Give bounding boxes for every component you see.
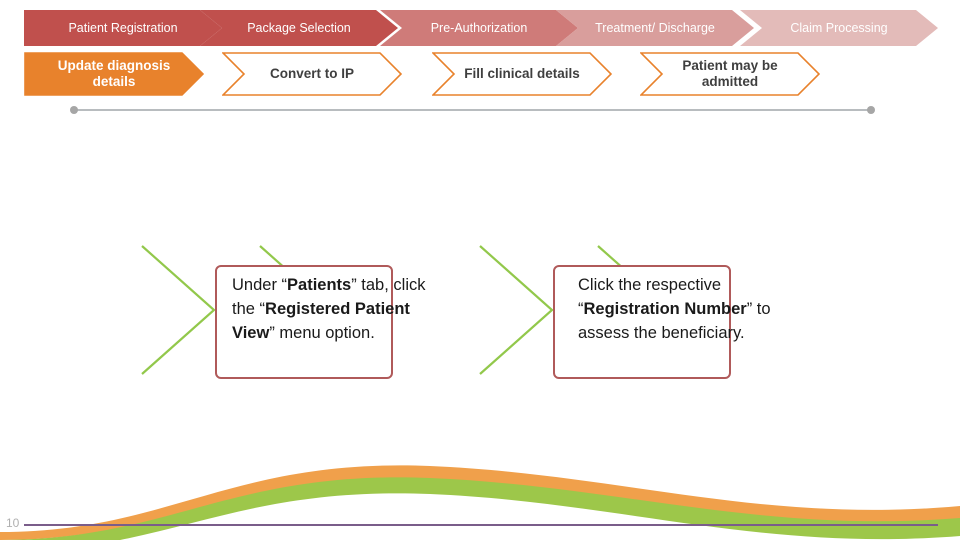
chevron-shape-icon	[24, 52, 204, 96]
process-step-label: Pre-Authorization	[430, 20, 528, 35]
process-step-pre-authorization[interactable]: Pre-Authorization	[380, 10, 578, 46]
process-step-treatment-discharge[interactable]: Treatment/ Discharge	[556, 10, 754, 46]
connector-dot-right	[867, 106, 875, 114]
callout-chevron-icon	[479, 245, 731, 379]
callout-text-part: ” menu option.	[269, 323, 375, 342]
callout-text-part: Click the respective “	[578, 276, 722, 319]
connector-dot-left	[70, 106, 78, 114]
timeline-connector	[70, 106, 875, 114]
page-number: 10	[6, 516, 20, 530]
callout-registered-patient-view[interactable]: Under “Patients” tab, click the “Registe…	[132, 240, 474, 380]
process-step-claim-processing[interactable]: Claim Processing	[740, 10, 938, 46]
process-step-label: Patient Registration	[68, 20, 178, 35]
process-step-patient-registration[interactable]: Patient Registration	[24, 10, 222, 46]
action-step-fill-clinical-details[interactable]: Fill clinical details	[432, 52, 612, 96]
process-step-label: Treatment/ Discharge	[595, 20, 715, 35]
action-step-convert-to-ip[interactable]: Convert to IP	[222, 52, 402, 96]
callout-text: Under “Patients” tab, click the “Registe…	[132, 240, 474, 380]
callout-text-part: ” to assess the beneficiary.	[578, 300, 771, 342]
callout-text-part: ” tab, click the “	[232, 276, 426, 319]
callout-text-part: Under “	[232, 276, 288, 295]
decorative-swoosh	[0, 465, 960, 540]
process-step-label: Package Selection	[247, 20, 351, 35]
action-step-label: Patient may be admitted	[682, 57, 778, 89]
action-step-label: Fill clinical details	[464, 65, 580, 81]
callout-text-part-bold: Patients	[287, 276, 352, 295]
process-step-label: Claim Processing	[790, 20, 888, 35]
footer-rule	[24, 524, 938, 526]
callout-registration-number[interactable]: Click the respective “Registration Numbe…	[474, 240, 816, 380]
callout-text: Click the respective “Registration Numbe…	[474, 240, 816, 380]
connector-line	[74, 109, 871, 111]
callout-chevron-icon	[141, 245, 393, 379]
action-step-label: Convert to IP	[269, 65, 354, 81]
callout-text-part-bold: Registration Number	[583, 300, 747, 319]
action-step-label: Update diagnosis details	[57, 57, 171, 89]
chevron-shape-icon	[640, 52, 820, 96]
callout-text-part-bold: Registered Patient View	[232, 300, 410, 342]
action-step-update-diagnosis-details[interactable]: Update diagnosis details	[24, 52, 204, 96]
chevron-shape-icon	[432, 52, 612, 96]
action-step-patient-may-be-admitted[interactable]: Patient may be admitted	[640, 52, 820, 96]
chevron-shape-icon	[222, 52, 402, 96]
process-step-package-selection[interactable]: Package Selection	[200, 10, 398, 46]
